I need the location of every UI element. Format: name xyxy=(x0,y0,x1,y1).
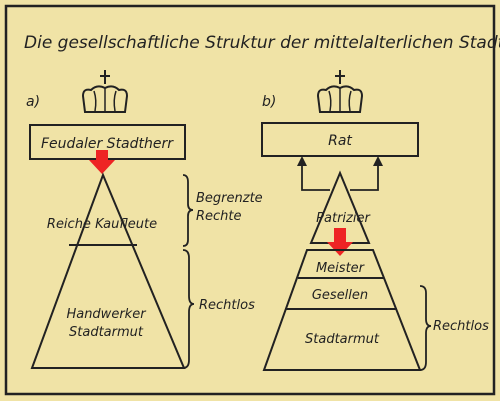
ruler-label-b: Rat xyxy=(328,133,352,149)
red-arrow-a xyxy=(89,150,115,174)
ruler-box-b xyxy=(261,122,419,157)
brace-b-label: Rechtlos xyxy=(433,319,489,334)
ruler-label-a: Feudaler Stadtherr xyxy=(41,136,174,152)
level-b-patrizier: Patrizier xyxy=(316,211,371,226)
level-a-reiche-kaufleute: Reiche Kaufleute xyxy=(47,217,157,232)
level-b-gesellen: Gesellen xyxy=(312,288,368,303)
red-arrow-b xyxy=(327,228,353,256)
brace-a-top-line2: Rechte xyxy=(196,209,242,224)
panel-b-letter: b) xyxy=(262,94,276,110)
brace-b xyxy=(419,285,432,371)
outer-frame xyxy=(4,4,496,396)
level-b-meister: Meister xyxy=(316,261,366,276)
level-a-stadtarmut: Stadtarmut xyxy=(69,325,144,340)
panel-a-letter: a) xyxy=(26,94,40,110)
crown-icon xyxy=(316,70,364,113)
patrizier-to-rat-arrows xyxy=(301,160,379,191)
pyramid-a xyxy=(30,172,186,369)
arrowhead-right-up xyxy=(373,156,383,166)
brace-a-top xyxy=(182,174,194,247)
brace-a-bottom xyxy=(182,249,195,369)
level-a-handwerker: Handwerker xyxy=(66,307,147,322)
brace-a-top-line1: Begrenzte xyxy=(196,191,263,206)
level-b-stadtarmut: Stadtarmut xyxy=(305,332,380,347)
diagram-title: Die gesellschaftliche Struktur der mitte… xyxy=(24,33,500,53)
crown-icon xyxy=(81,70,129,113)
arrowhead-left-up xyxy=(297,156,307,166)
brace-a-bottom-label: Rechtlos xyxy=(199,298,255,313)
